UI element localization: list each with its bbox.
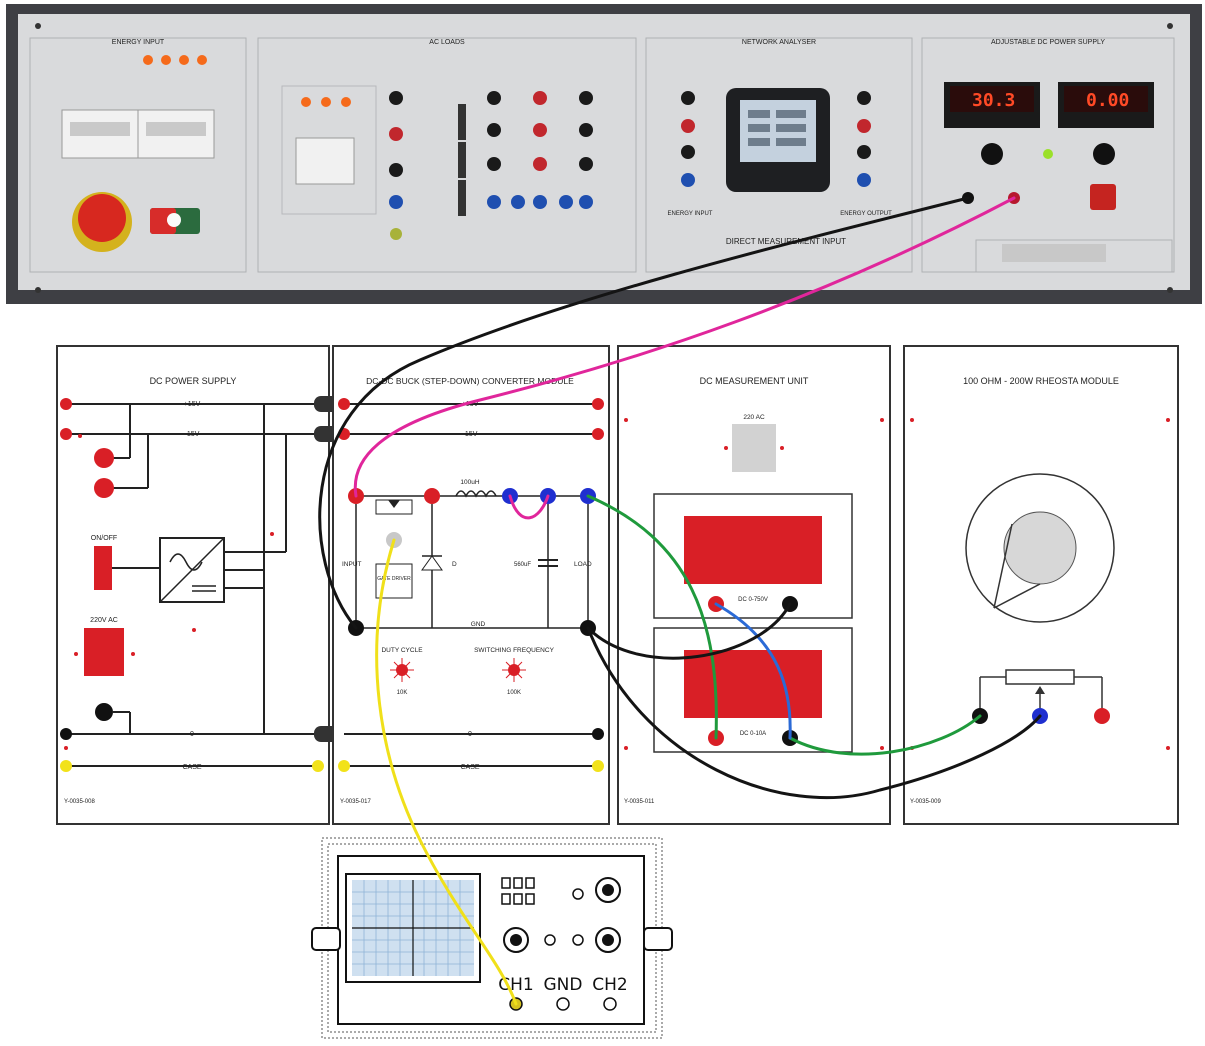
ac-loads-section: AC LOADS (257, 37, 637, 273)
dps-terminal-minus[interactable] (94, 478, 114, 498)
voltmeter-label: DC 0-750V (738, 597, 768, 603)
rheostat-terminal-b[interactable] (1094, 708, 1110, 724)
dps-case-label: CASE (182, 764, 201, 771)
dc-measurement-title: DC MEASUREMENT UNIT (700, 376, 809, 386)
voltmeter-display (684, 516, 822, 584)
analyser-warning-text: DIRECT MEASUREMENT INPUT (726, 237, 846, 246)
diode-label: D (452, 561, 457, 568)
resistor-symbol (1005, 669, 1075, 685)
wire-green-load-to-ammeter (586, 494, 718, 740)
ch1-label: CH1 (498, 975, 533, 995)
adjustable-dc-supply-title: ADJUSTABLE DC POWER SUPPLY (991, 39, 1105, 46)
measurement-ac-inlet (732, 424, 776, 472)
dps-onoff-switch[interactable] (94, 546, 112, 590)
dps-rail-plus: +15V (184, 401, 201, 408)
rheostat-knob[interactable] (1003, 511, 1077, 585)
buck-ground-label: 0 (468, 731, 472, 738)
voltage-knob[interactable] (981, 143, 1003, 165)
top-equipment-panel: ENERGY INPUT AC LOADS (6, 4, 1202, 304)
dc-power-supply-title: DC POWER SUPPLY (150, 376, 237, 386)
oscilloscope-knob-right[interactable] (572, 927, 621, 953)
wiring (318, 196, 1042, 1006)
rheostat-code: Y-0035-009 (910, 799, 941, 805)
analyser-output-label: ENERGY OUTPUT (840, 211, 892, 217)
dc-measurement-module: DC MEASUREMENT UNIT 220 AC DC 0-750V DC … (617, 345, 891, 825)
gnd-input-label: GND (544, 975, 583, 995)
network-analyser-title: NETWORK ANALYSER (742, 39, 816, 46)
energy-input-title: ENERGY INPUT (112, 39, 165, 46)
ch2-input[interactable] (603, 997, 617, 1011)
gnd-input[interactable] (556, 997, 570, 1011)
buck-rail-minus: -15V (463, 431, 478, 438)
gnd-label: GND (471, 621, 486, 628)
oscilloscope-buttons[interactable] (501, 877, 535, 905)
buck-switch-node-terminal[interactable] (424, 488, 440, 504)
reset-button[interactable] (1090, 184, 1116, 210)
emergency-stop-button[interactable] (78, 194, 126, 242)
wire-black-load-to-voltmeter (586, 602, 792, 660)
oscilloscope: CH1 GND CH2 (311, 837, 673, 1039)
rheostat-module: 100 OHM - 200W RHEOSTA MODULE Y-0035-009 (903, 345, 1179, 825)
wire-magenta-supply-positive (353, 196, 1016, 498)
inductor-label: 100uH (460, 479, 479, 486)
current-display: 0.00 (1086, 90, 1129, 111)
ac-load-terminals-left (389, 91, 403, 240)
ac-loads-title: AC LOADS (429, 39, 465, 46)
switching-frequency-label: SWITCHING FREQUENCY (474, 647, 554, 654)
wire-yellow-gate-to-scope (375, 538, 518, 1006)
dps-ground-terminal[interactable] (95, 703, 113, 721)
buck-converter-title: DC-DC BUCK (STEP-DOWN) CONVERTER MODULE (366, 376, 574, 386)
duty-cycle-value: 10K (397, 690, 408, 696)
adjustable-dc-supply-section: ADJUSTABLE DC POWER SUPPLY 30.3 0.00 (921, 37, 1175, 273)
energy-input-section: ENERGY INPUT (29, 37, 247, 273)
ch2-label: CH2 (592, 975, 627, 995)
dc-power-supply-module: DC POWER SUPPLY +15V -15V ON/OFF 220V AC… (56, 345, 330, 825)
ac-load-terminals-grid (487, 91, 593, 209)
load-label: LOAD (574, 561, 592, 568)
switching-frequency-value: 100K (507, 690, 521, 696)
measurement-ac-label: 220 AC (743, 414, 765, 421)
measurement-code: Y-0035-011 (624, 799, 655, 805)
wire-green-ammeter-to-rheostat (788, 714, 982, 756)
dps-ac-label: 220V AC (90, 617, 118, 624)
dps-ground-label: 0 (190, 731, 194, 738)
buck-code: Y-0035-017 (340, 799, 371, 805)
wire-blue-voltmeter (714, 602, 792, 740)
rheostat-title: 100 OHM - 200W RHEOSTA MODULE (963, 376, 1119, 386)
dps-rail-minus: -15V (185, 431, 200, 438)
switching-frequency-knob[interactable] (502, 658, 526, 682)
dps-terminal-plus[interactable] (94, 448, 114, 468)
wire-black-supply-negative (318, 196, 970, 630)
current-knob[interactable] (1093, 143, 1115, 165)
duty-cycle-label: DUTY CYCLE (381, 647, 423, 654)
oscilloscope-knob-top[interactable] (572, 877, 621, 903)
wire-black-load-to-rheostat (586, 626, 1042, 799)
input-label: INPUT (342, 561, 362, 568)
voltage-display: 30.3 (972, 90, 1015, 111)
wire-magenta-jumper (508, 494, 550, 520)
gate-driver-label: GATE DRIVER (377, 576, 411, 582)
buck-converter-module: DC-DC BUCK (STEP-DOWN) CONVERTER MODULE … (332, 345, 610, 825)
buck-case-label: CASE (460, 764, 479, 771)
duty-cycle-knob[interactable] (390, 658, 414, 682)
oscilloscope-knob-left[interactable] (503, 927, 556, 953)
dps-onoff-label: ON/OFF (91, 535, 117, 542)
dps-code: Y-0035-008 (64, 799, 95, 805)
dps-ac-inlet (84, 628, 124, 676)
capacitor-label: 560uF (514, 562, 531, 568)
buck-rail-plus: +15V (462, 401, 479, 408)
analyser-input-label: ENERGY INPUT (668, 211, 713, 217)
ammeter-display (684, 650, 822, 718)
ammeter-label: DC 0-10A (740, 731, 766, 737)
network-analyser-section: NETWORK ANALYSER ENERGY INPUT ENERGY OUT… (645, 37, 913, 273)
